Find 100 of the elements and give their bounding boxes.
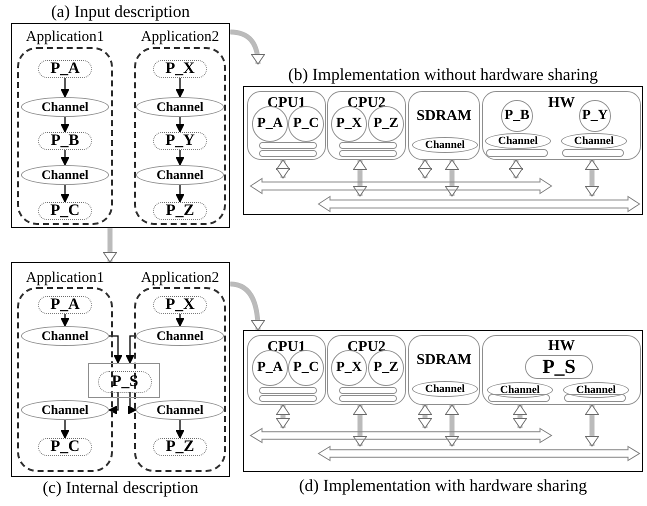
process-label: P_X — [165, 60, 195, 78]
channel-label: Channel — [156, 100, 204, 114]
process-label: P_S — [542, 356, 576, 378]
channel-ellipse — [21, 326, 109, 346]
channel-label: Channel — [156, 402, 204, 418]
shared-process-frame — [88, 363, 160, 398]
process-label: P_X — [165, 296, 195, 314]
channel-ellipse — [487, 382, 553, 398]
unit-label: HW — [548, 95, 575, 112]
channel-ellipse — [21, 165, 109, 185]
arrow — [103, 228, 117, 262]
group-title: Application1 — [26, 270, 104, 287]
arrow — [108, 392, 119, 414]
process-circle — [579, 100, 611, 132]
channel-ellipse — [136, 400, 224, 420]
process-label: P_Y — [165, 132, 195, 150]
unit-label: HW — [548, 338, 575, 354]
process-label: P_C — [50, 438, 80, 456]
double-arrow — [276, 404, 290, 428]
arrow — [60, 78, 70, 98]
double-arrow — [418, 404, 432, 428]
arrow — [60, 185, 70, 202]
channel-label: Channel — [156, 328, 204, 344]
channel-label: Channel — [574, 134, 614, 148]
arrow — [60, 420, 70, 438]
channel-label: Channel — [425, 138, 465, 152]
arrow — [176, 185, 184, 202]
unit-label: SDRAM — [416, 108, 472, 124]
unit-label: CPU2 — [347, 339, 386, 356]
double-arrow — [353, 404, 367, 446]
channel-ellipse — [136, 165, 224, 185]
double-arrow — [585, 160, 599, 196]
process-label: P_C — [50, 202, 80, 220]
unit-box — [327, 91, 406, 160]
channel-ellipse — [21, 97, 109, 117]
double-arrow — [353, 160, 367, 196]
process-label: P_X — [336, 116, 362, 132]
system-bus — [318, 446, 640, 461]
unit-box — [247, 91, 326, 160]
channel-ellipse — [412, 137, 478, 153]
process-label: P_C — [293, 360, 319, 376]
process-circle — [252, 106, 288, 142]
channel-label: Channel — [42, 100, 88, 114]
arrow — [176, 420, 184, 438]
double-arrow — [445, 404, 459, 446]
unit-label: CPU1 — [267, 339, 306, 356]
system-bus — [318, 196, 640, 212]
process-label: P_A — [257, 116, 283, 132]
panel-caption: (c) Internal description — [42, 479, 198, 498]
unit-box — [408, 335, 480, 405]
unit-box — [482, 335, 641, 405]
channel-label: Channel — [42, 168, 88, 182]
arrow — [109, 335, 122, 364]
double-arrow — [585, 404, 599, 446]
arrow — [176, 150, 184, 166]
arrow — [176, 78, 184, 98]
channel-ellipse — [485, 133, 551, 149]
channel-label: Channel — [498, 134, 538, 148]
process-label: P_Y — [582, 108, 608, 124]
process-label: P_A — [257, 360, 283, 376]
unit-box — [482, 91, 641, 160]
process-label: P_X — [336, 360, 362, 376]
process-label: P_C — [293, 116, 319, 132]
unit-box — [247, 335, 326, 405]
process-label: P_A — [50, 296, 80, 314]
channel-ellipse — [136, 97, 224, 117]
process-label: P_B — [50, 132, 80, 150]
process-label: P_S — [112, 373, 138, 391]
double-arrow — [513, 404, 527, 428]
system-bus — [250, 428, 552, 443]
channel-label: Channel — [156, 168, 204, 182]
unit-box — [408, 91, 480, 160]
unit-label: SDRAM — [416, 352, 472, 368]
arrow — [176, 314, 184, 326]
double-arrow — [509, 160, 523, 178]
arrow — [60, 117, 70, 132]
process-circle — [501, 100, 533, 132]
channel-label: Channel — [425, 382, 465, 396]
unit-box — [327, 335, 406, 405]
process-circle — [288, 106, 324, 142]
unit-label: CPU1 — [267, 95, 306, 112]
double-arrow — [276, 160, 290, 178]
process-label: P_Z — [166, 438, 194, 456]
channel-label: Channel — [500, 384, 540, 396]
group-title: Application2 — [140, 28, 220, 46]
channel-label: Channel — [42, 402, 88, 418]
arrow — [126, 335, 136, 364]
process-circle — [331, 350, 367, 386]
arrow — [176, 117, 184, 132]
channel-ellipse — [563, 382, 629, 398]
process-circle — [368, 106, 404, 142]
process-circle — [368, 350, 404, 386]
panel-caption: (a) Input description — [51, 3, 190, 22]
unit-label: CPU2 — [347, 95, 386, 112]
panel-caption: (b) Implementation without hardware sharing — [288, 66, 598, 84]
double-arrow — [418, 160, 432, 178]
channel-label: Channel — [576, 384, 616, 396]
process-label: P_Z — [374, 360, 398, 376]
arrow — [128, 392, 136, 414]
channel-label: Channel — [42, 328, 88, 344]
